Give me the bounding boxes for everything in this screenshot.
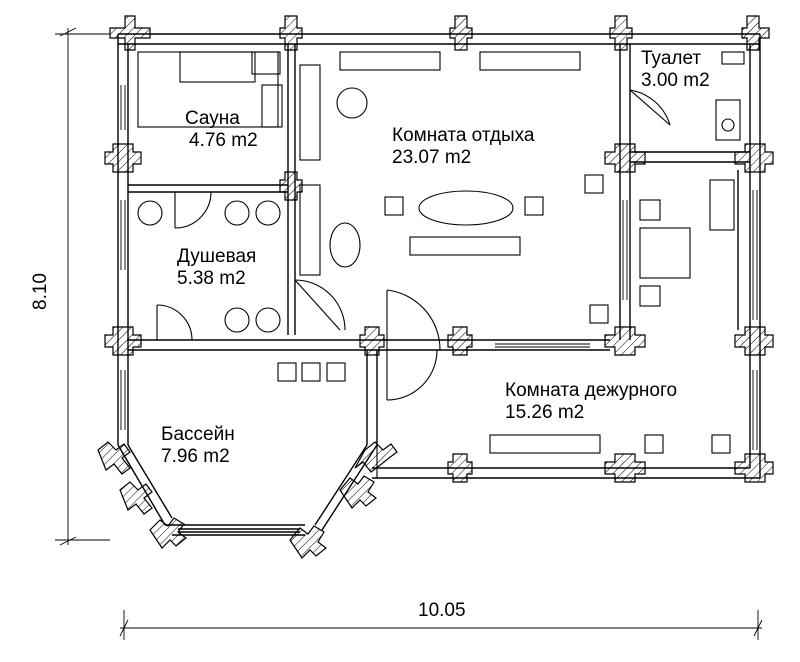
interior-walls [128, 44, 750, 445]
room-area: 23.07 m2 [392, 147, 472, 168]
room-name: Туалет [641, 48, 702, 69]
room-label-pool: Бассейн 7.96 m2 [161, 424, 235, 468]
room-area: 3.00 m2 [641, 70, 710, 91]
shower-fixture [224, 200, 250, 226]
dimension-lines [55, 27, 763, 640]
doors [156, 89, 671, 478]
rest-table [418, 190, 514, 226]
sauna-heater [261, 84, 283, 128]
rest-bench-left-bottom [299, 184, 321, 276]
toilet-sink [715, 99, 741, 141]
furniture [137, 51, 745, 454]
chair [277, 362, 297, 382]
room-label-shower: Душевая 5.38 m2 [177, 246, 256, 290]
rest-bench-top-right [479, 51, 581, 71]
log-joints [104, 15, 774, 483]
chair [644, 434, 664, 454]
round-item [329, 222, 361, 268]
room-name: Комната отдыха [392, 125, 535, 146]
duty-bench [489, 434, 601, 454]
chair [301, 362, 321, 382]
chair [589, 304, 609, 324]
chair [326, 362, 346, 382]
pool-joints [97, 441, 398, 559]
toilet-tank [721, 51, 745, 65]
shower-fixture [255, 307, 281, 333]
windows [120, 85, 758, 450]
chair [524, 196, 544, 216]
room-label-toilet: Туалет 3.00 m2 [641, 48, 710, 92]
cabinet [709, 179, 735, 231]
room-label-sauna: Сауна 4.76 m2 [185, 108, 258, 152]
table [639, 227, 691, 279]
rest-bench-left-top [299, 64, 321, 161]
dimension-width: 10.05 [418, 600, 466, 621]
room-area: 7.96 m2 [161, 446, 230, 467]
sauna-bench-upper [179, 51, 256, 83]
chair [384, 196, 404, 216]
rest-bench-top-left [339, 51, 441, 71]
chair [639, 199, 661, 221]
room-name: Комната дежурного [505, 380, 678, 401]
pool-walls [117, 444, 378, 536]
chair [639, 285, 661, 307]
rest-bench-bottom [409, 236, 521, 256]
room-name: Сауна [185, 108, 240, 129]
dimension-height: 8.10 [30, 273, 51, 310]
chair [584, 174, 604, 194]
shower-fixture [224, 307, 250, 333]
sauna-stove [251, 51, 281, 75]
room-name: Бассейн [161, 424, 235, 445]
shower-fixture [137, 200, 163, 226]
room-label-duty: Комната дежурного 15.26 m2 [505, 380, 677, 424]
shower-fixture [255, 200, 281, 226]
room-name: Душевая [177, 246, 257, 267]
exterior-walls [117, 33, 761, 479]
toilet-drain [721, 118, 735, 132]
room-area: 5.38 m2 [177, 268, 246, 289]
round-stool [336, 87, 368, 119]
room-label-rest: Комната отдыха 23.07 m2 [392, 125, 535, 169]
chair [711, 434, 731, 454]
room-area: 15.26 m2 [505, 402, 585, 423]
room-area: 4.76 m2 [189, 130, 258, 151]
